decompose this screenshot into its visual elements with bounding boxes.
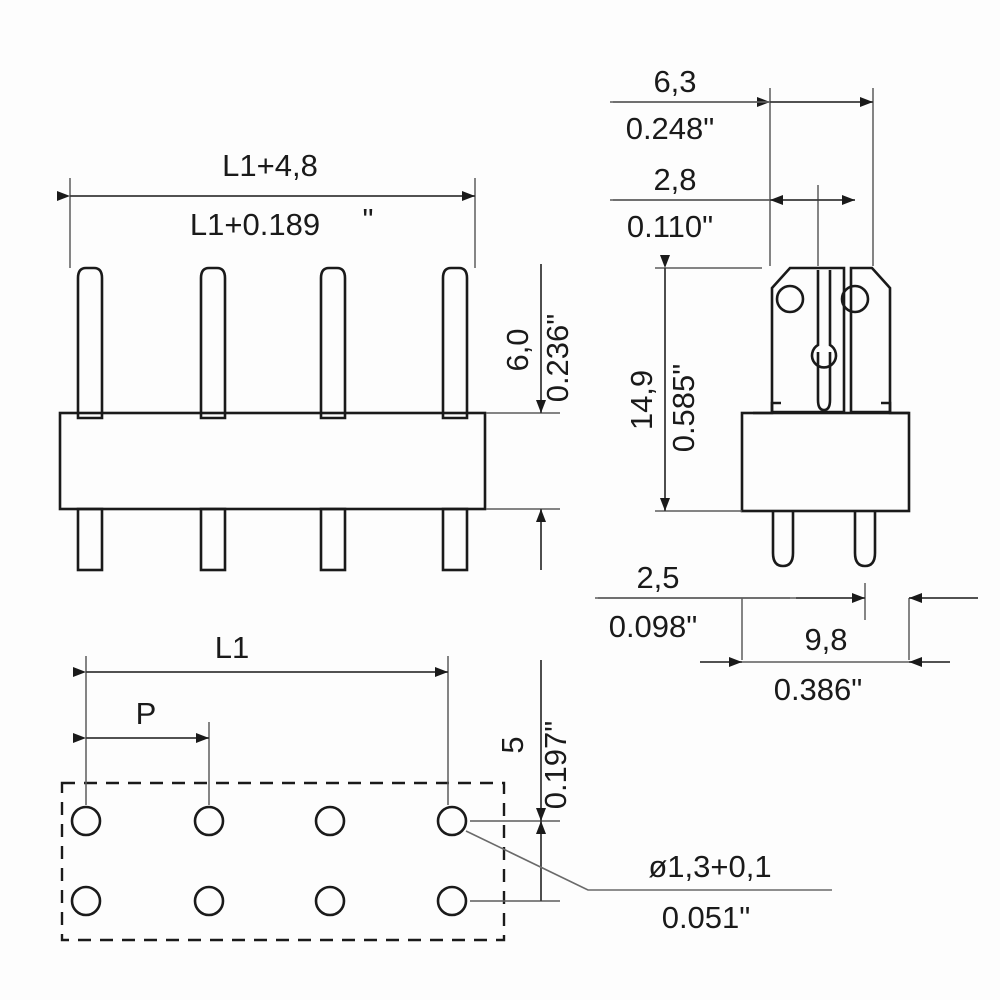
- side-view-slot-tail: [816, 352, 832, 412]
- front-width-metric-label: L1+4,8: [222, 148, 318, 183]
- front-view-pin-2: [199, 507, 227, 572]
- text-underlines: [598, 101, 790, 599]
- front-view-blade-2: [199, 266, 227, 420]
- footprint-hole-diameter-leader: [465, 830, 832, 891]
- side-pinoffset-imperial-label: 0.098": [609, 609, 698, 644]
- footprint-hole-dia-metric-label: ø1,3+0,1: [648, 849, 771, 884]
- side-bladeoffset-metric-label: 2,8: [653, 162, 696, 197]
- front-view-geometry: [58, 266, 487, 572]
- footprint-hole-top-1: [70, 805, 102, 837]
- footprint-hole-bottom-3: [314, 885, 346, 917]
- side-view-pin-right: [853, 511, 877, 568]
- footprint-outline: [60, 781, 506, 942]
- front-view-dimension-width: [57, 178, 476, 268]
- front-view-blade-3: [319, 266, 347, 420]
- footprint-length-label: L1: [215, 630, 249, 665]
- side-view-blade-hole-left: [775, 284, 805, 314]
- footprint-geometry: [60, 781, 506, 942]
- footprint-hole-bottom-4: [436, 885, 468, 917]
- front-view-body: [58, 411, 487, 511]
- footprint-rowspacing-imperial-label: 0.197": [538, 721, 573, 810]
- footprint-dimension-row-spacing: [470, 660, 560, 902]
- footprint-hole-bottom-2: [193, 885, 225, 917]
- side-view-body: [740, 411, 911, 513]
- side-view-geometry: [740, 266, 911, 568]
- front-view-dimension-height: [486, 264, 560, 570]
- footprint-hole-top-3: [314, 805, 346, 837]
- side-view-dimension-height: [655, 255, 762, 512]
- front-height-metric-label: 6,0: [500, 328, 535, 371]
- side-height-imperial-label: 0.585": [666, 364, 701, 453]
- side-view-blade-hole-right: [840, 284, 870, 314]
- footprint-hole-dia-imperial-label: 0.051": [662, 900, 751, 935]
- footprint-hole-bottom-1: [70, 885, 102, 917]
- front-view-pin-1: [76, 507, 104, 572]
- footprint-hole-top-2: [193, 805, 225, 837]
- front-view-pin-4: [441, 507, 469, 572]
- side-bladewidth-metric-label: 6,3: [653, 64, 696, 99]
- front-width-imperial-label: L1+0.189: [190, 207, 320, 242]
- front-width-imperial-unit: ": [362, 202, 373, 237]
- front-view-pin-3: [319, 507, 347, 572]
- footprint-dimension-pitch: [73, 722, 210, 805]
- footprint-rowspacing-metric-label: 5: [495, 736, 530, 753]
- hole-diameter-leader-line: [465, 830, 832, 891]
- side-pinoffset-metric-label: 2,5: [636, 560, 679, 595]
- side-height-metric-label: 14,9: [624, 370, 659, 430]
- side-view-pin-left: [771, 511, 795, 568]
- side-bladeoffset-imperial-label: 0.110": [627, 209, 713, 244]
- front-view-blade-4: [441, 266, 469, 420]
- footprint-hole-top-4: [436, 805, 468, 837]
- side-bodywidth-imperial-label: 0.386": [774, 672, 863, 707]
- footprint-pitch-label: P: [136, 696, 157, 731]
- side-bodywidth-metric-label: 9,8: [804, 622, 847, 657]
- side-view-center-slot: [810, 270, 838, 369]
- side-view-blade-right: [849, 266, 892, 414]
- footprint-dimension-length: [73, 656, 449, 805]
- front-height-imperial-label: 0.236": [540, 314, 575, 403]
- side-bladewidth-imperial-label: 0.248": [626, 111, 715, 146]
- front-view-blade-1: [76, 266, 104, 420]
